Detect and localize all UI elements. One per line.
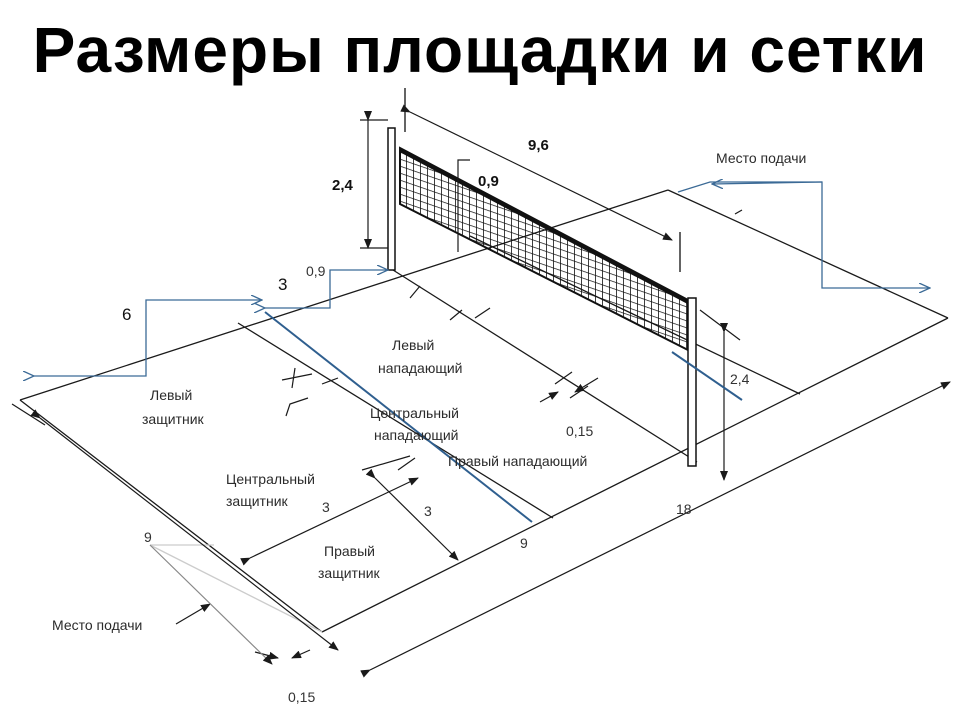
dim-net-length: 9,6	[528, 137, 549, 154]
page-title: Размеры площадки и сетки	[32, 14, 928, 86]
dimension-lines	[11, 104, 951, 678]
zone-label-left-defender-1: Левый	[150, 387, 192, 403]
dim-court-side: 9	[144, 529, 152, 545]
zone-label-right-defender-1: Правый	[324, 543, 375, 559]
annotation-overlay	[34, 182, 930, 523]
zone-label-left-attacker-1: Левый	[392, 337, 434, 353]
blue-diagonal-line	[264, 311, 533, 523]
zone-label-left-defender-2: защитник	[142, 411, 205, 427]
dim-line-width-bottom: 0,15	[288, 689, 315, 705]
zone-label-center-attacker-2: нападающий	[374, 427, 459, 443]
zone-label-left-attacker-2: нападающий	[378, 360, 463, 376]
dim-net-height-right: 2,4	[730, 371, 750, 387]
net-post-right	[687, 297, 697, 467]
net-post-left	[387, 127, 396, 271]
dim-court-length: 18	[676, 501, 692, 517]
dim-attack-zone-2: 3	[424, 503, 432, 519]
zone-label-center-attacker-1: Центральный	[370, 405, 459, 421]
serve-zone-label-top: Место подачи	[716, 150, 806, 166]
dim-court-half-width: 9	[520, 535, 528, 551]
annotation-six: 6	[122, 305, 131, 324]
zone-label-center-defender-1: Центральный	[226, 471, 315, 487]
dim-net-width: 0,9	[478, 173, 499, 190]
zone-label-right-attacker: Правый нападающий	[448, 453, 587, 469]
dim-attack-zone-1: 3	[322, 499, 330, 515]
dim-antenna-offset: 0,9	[306, 263, 326, 279]
annotation-three: 3	[278, 275, 287, 294]
dim-line-width-mid: 0,15	[566, 423, 593, 439]
zone-label-right-defender-2: защитник	[318, 565, 381, 581]
zone-label-center-defender-2: защитник	[226, 493, 289, 509]
serve-zone-label-bottom: Место подачи	[52, 617, 142, 633]
dim-net-height-left: 2,4	[332, 177, 354, 194]
